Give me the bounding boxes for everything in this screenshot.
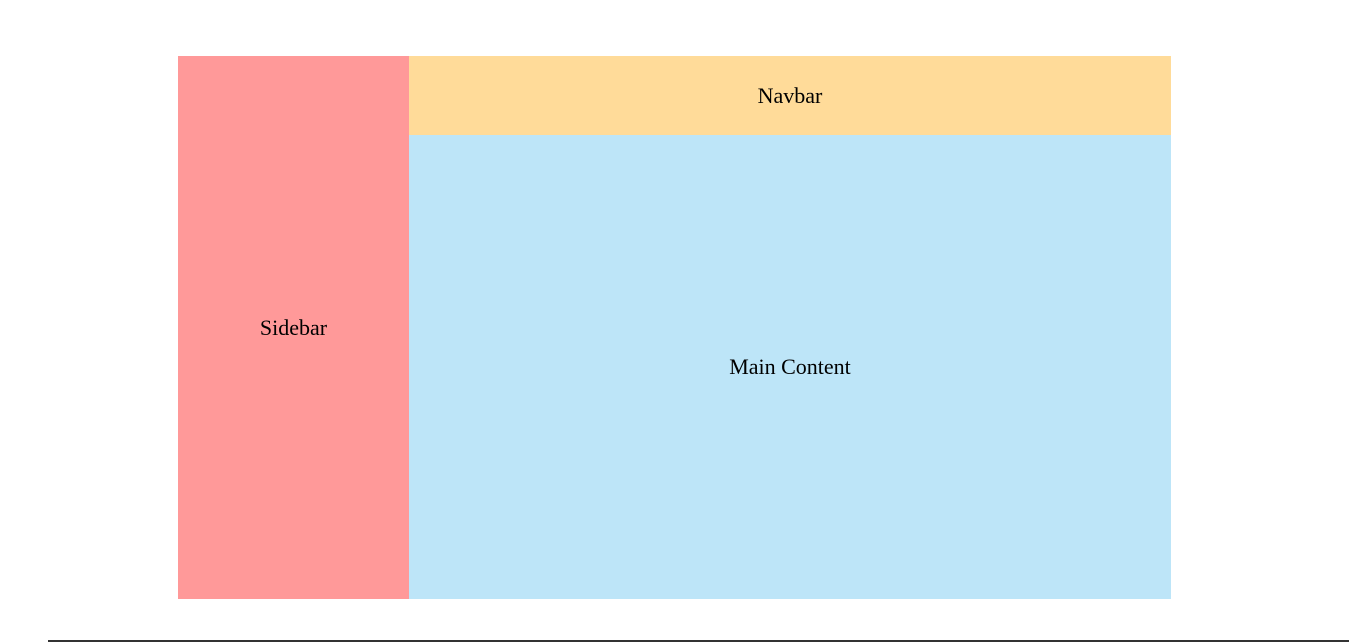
sidebar-label: Sidebar xyxy=(259,314,328,340)
navbar-label: Navbar xyxy=(757,82,823,108)
bottom-divider xyxy=(48,640,1349,642)
navbar: Navbar xyxy=(409,56,1171,135)
main-content: Main Content xyxy=(409,135,1171,599)
main-content-label: Main Content xyxy=(729,354,851,379)
right-column: Navbar Main Content xyxy=(409,56,1171,599)
sidebar: Sidebar xyxy=(178,56,409,599)
page-layout: Sidebar Navbar Main Content xyxy=(178,56,1171,599)
